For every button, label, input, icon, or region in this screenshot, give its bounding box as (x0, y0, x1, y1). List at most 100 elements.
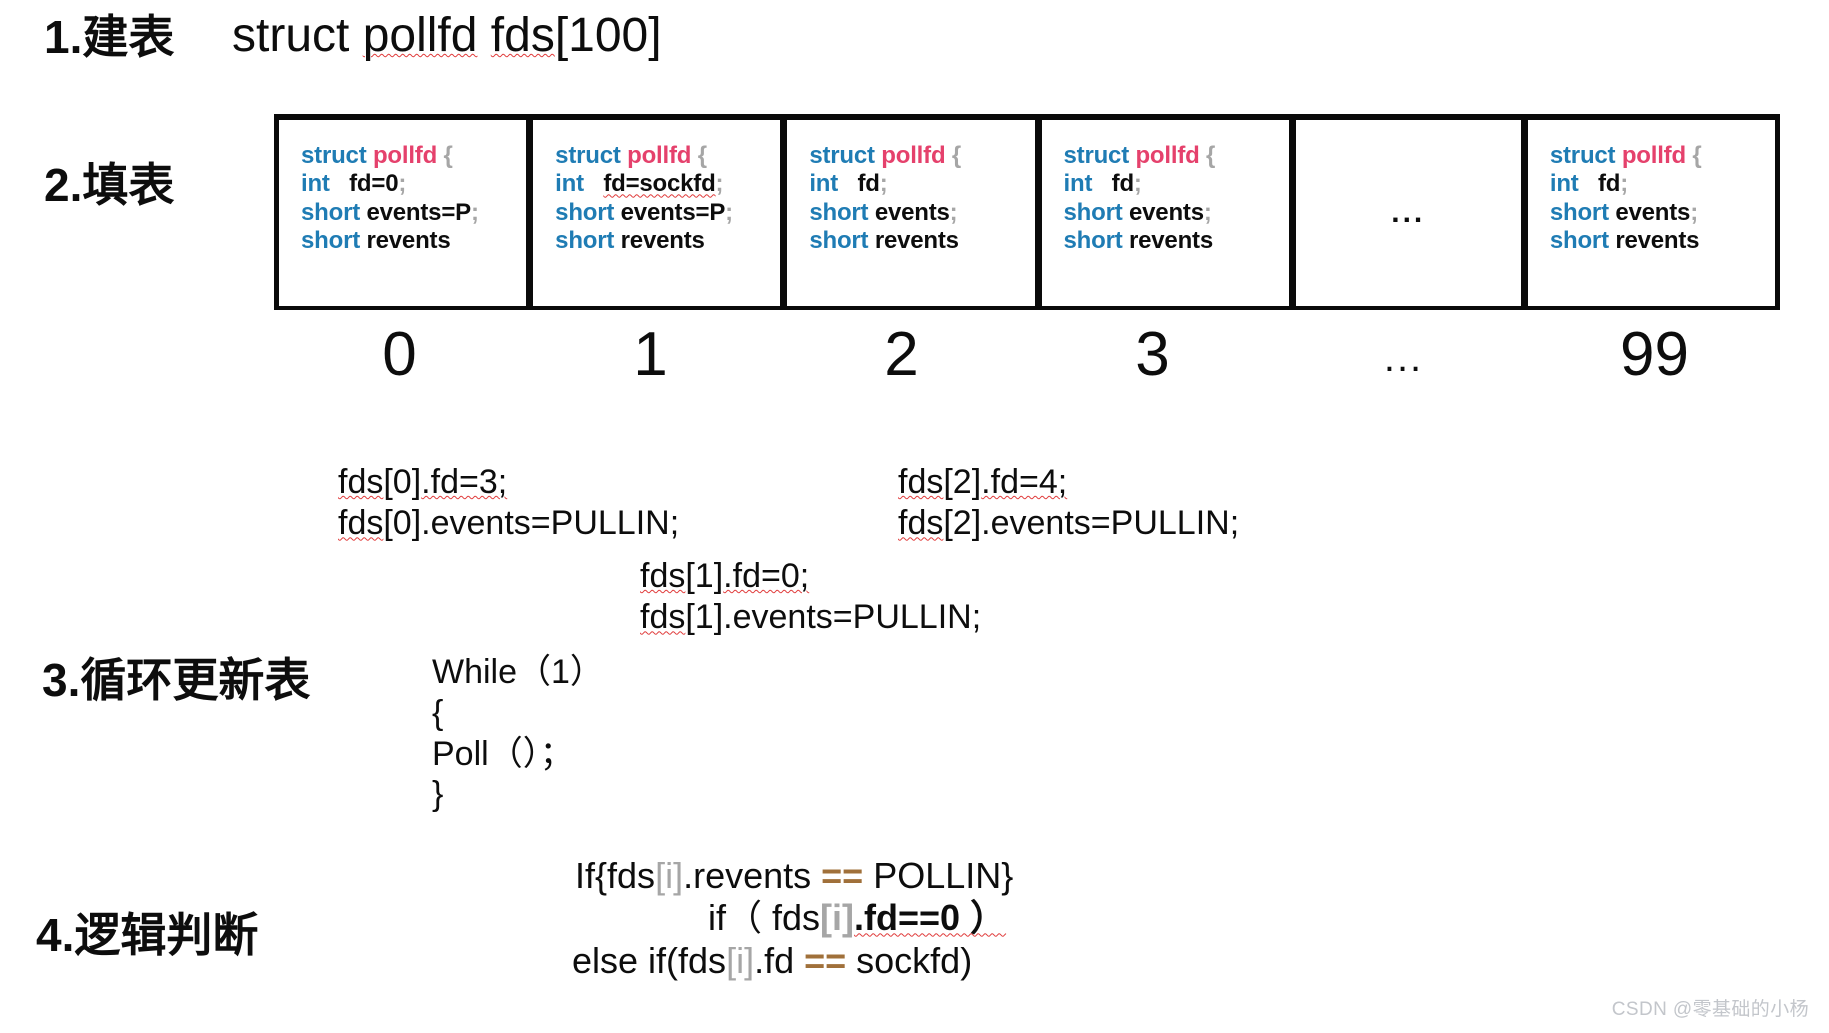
decl-struct-keyword: struct (232, 9, 363, 62)
array-index-ellipsis: ... (1383, 336, 1424, 380)
type-pollfd: pollfd (372, 142, 438, 169)
cell-struct-line: struct pollfd { (555, 142, 780, 170)
logic-condition: .fd==0 ） (854, 897, 1007, 939)
semicolon-fd: ; (398, 170, 407, 198)
kw-short: short (1549, 198, 1609, 226)
cell-fd-line: int fd=sockfd; (555, 170, 780, 198)
assignment-line: fds[0].events=PULLIN; (338, 503, 679, 544)
array-cell-3[interactable]: struct pollfd { int fd; short events; sh… (1041, 120, 1289, 306)
field-revents: revents (1129, 226, 1213, 254)
array-cell-0[interactable]: struct pollfd { int fd=0; short events=P… (279, 120, 527, 306)
decl-array-size: [100] (554, 9, 662, 62)
array-index-2: 2 (884, 320, 919, 389)
logic-line-if-fd-zero: if（ fds[i].fd==0 ） (708, 897, 1013, 939)
type-pollfd: pollfd (627, 142, 692, 169)
assign-expr: .fd=3; (421, 463, 508, 501)
brace-open: { (1692, 142, 1702, 169)
cell-events-line: short events; (1550, 199, 1775, 227)
decl-array-name: fds (490, 9, 555, 62)
kw-short-2: short (301, 226, 361, 254)
semicolon-events: ; (949, 198, 958, 226)
assign-array-name: fds (640, 557, 686, 595)
assignment-line: fds[2].fd=4; (898, 462, 1239, 503)
cell-revents-line: short revents (1550, 227, 1775, 255)
cell-revents-line: short revents (555, 227, 780, 255)
field-fd: fd (1111, 170, 1134, 198)
assign-index: [2] (943, 504, 982, 543)
assign-array-name: fds (338, 504, 384, 543)
csdn-watermark: CSDN @零基础的小杨 (1611, 999, 1809, 1020)
brace-open: { (1206, 142, 1216, 169)
cell-revents-line: short revents (809, 227, 1034, 255)
assign-index: [1] (685, 598, 724, 637)
logic-value: sockfd) (846, 939, 973, 981)
cell-revents-line: short revents (301, 227, 526, 255)
semicolon-events: ; (725, 198, 733, 226)
kw-struct: struct (1549, 142, 1616, 169)
assign-index: [0] (383, 504, 422, 543)
while-loop-block: While（1） { Poll（）； } (432, 652, 604, 815)
field-fd: fd (1598, 170, 1621, 198)
assign-array-name: fds (898, 463, 944, 501)
array-index-1: 1 (633, 320, 668, 389)
semicolon-events: ; (470, 198, 479, 226)
array-cell-1[interactable]: struct pollfd { int fd=sockfd; short eve… (533, 120, 781, 306)
field-events: events (874, 198, 950, 226)
logic-index: [i] (820, 897, 855, 939)
cell-events-line: short events=P; (555, 199, 780, 227)
assign-expr: .events=PULLIN; (421, 504, 680, 543)
type-pollfd: pollfd (1135, 142, 1200, 169)
semicolon-fd: ; (1620, 170, 1629, 198)
assign-expr: .fd=4; (981, 463, 1068, 501)
array-cell-ellipsis[interactable]: ... (1295, 120, 1521, 306)
while-line-open-brace: { (432, 693, 444, 732)
while-line-poll-call: Poll（）； (432, 734, 574, 773)
assign-expr: .events=PULLIN; (723, 598, 982, 637)
array-cell-2[interactable]: struct pollfd { int fd; short events; sh… (787, 120, 1035, 306)
array-index-row: 0 1 2 3 ... 99 (274, 324, 1780, 394)
assign-array-name: fds (898, 504, 944, 543)
assignment-block-fds1: fds[1].fd=0; fds[1].events=PULLIN; (640, 556, 981, 639)
semicolon-events: ; (1203, 198, 1212, 226)
logic-operator: == (804, 939, 847, 981)
assignment-line: fds[1].events=PULLIN; (640, 597, 981, 638)
assign-expr: .fd=0; (723, 557, 810, 595)
logic-field: .fd (754, 939, 805, 981)
kw-int: int (809, 170, 839, 198)
step-label-3: 3.循环更新表 (42, 654, 311, 706)
semicolon-events: ; (1690, 198, 1698, 226)
field-events: events (1615, 198, 1691, 226)
type-pollfd: pollfd (881, 142, 946, 169)
step-label-4: 4.逻辑判断 (36, 909, 259, 961)
field-revents: revents (620, 226, 705, 254)
cell-events-line: short events; (1064, 199, 1289, 227)
field-events: events=P (366, 198, 471, 226)
kw-short-2: short (1549, 226, 1609, 254)
kw-int: int (1549, 170, 1579, 198)
logic-elseif-prefix: else if(fds (572, 939, 727, 981)
logic-field: .revents (683, 855, 822, 896)
logic-if-prefix: If{fds (575, 855, 656, 896)
cell-struct-line: struct pollfd { (301, 142, 526, 170)
assign-array-name: fds (338, 463, 384, 501)
field-revents: revents (874, 226, 959, 254)
assignment-line: fds[2].events=PULLIN; (898, 503, 1239, 544)
step-label-1: 1.建表 (44, 11, 175, 63)
kw-struct: struct (1063, 142, 1130, 169)
kw-short-2: short (555, 226, 615, 254)
logic-line-else-if-sockfd: else if(fds[i].fd == sockfd) (572, 940, 1013, 982)
kw-short-2: short (1063, 226, 1123, 254)
logic-if-prefix: if（ fds (708, 897, 821, 939)
kw-struct: struct (555, 142, 621, 169)
cell-struct-line: struct pollfd { (809, 142, 1034, 170)
assign-index: [1] (685, 557, 724, 595)
logic-branch-block: If{fds[i].revents == POLLIN} if（ fds[i].… (572, 855, 1013, 982)
cell-events-line: short events=P; (301, 199, 526, 227)
array-cell-99[interactable]: struct pollfd { int fd; short events; sh… (1527, 120, 1776, 306)
cell-struct-line: struct pollfd { (1064, 142, 1289, 170)
logic-value: POLLIN} (863, 855, 1014, 896)
decl-space (477, 9, 490, 62)
kw-struct: struct (809, 142, 875, 169)
while-line-condition: While（1） (432, 653, 604, 691)
logic-line-if-revents: If{fds[i].revents == POLLIN} (575, 855, 1013, 897)
